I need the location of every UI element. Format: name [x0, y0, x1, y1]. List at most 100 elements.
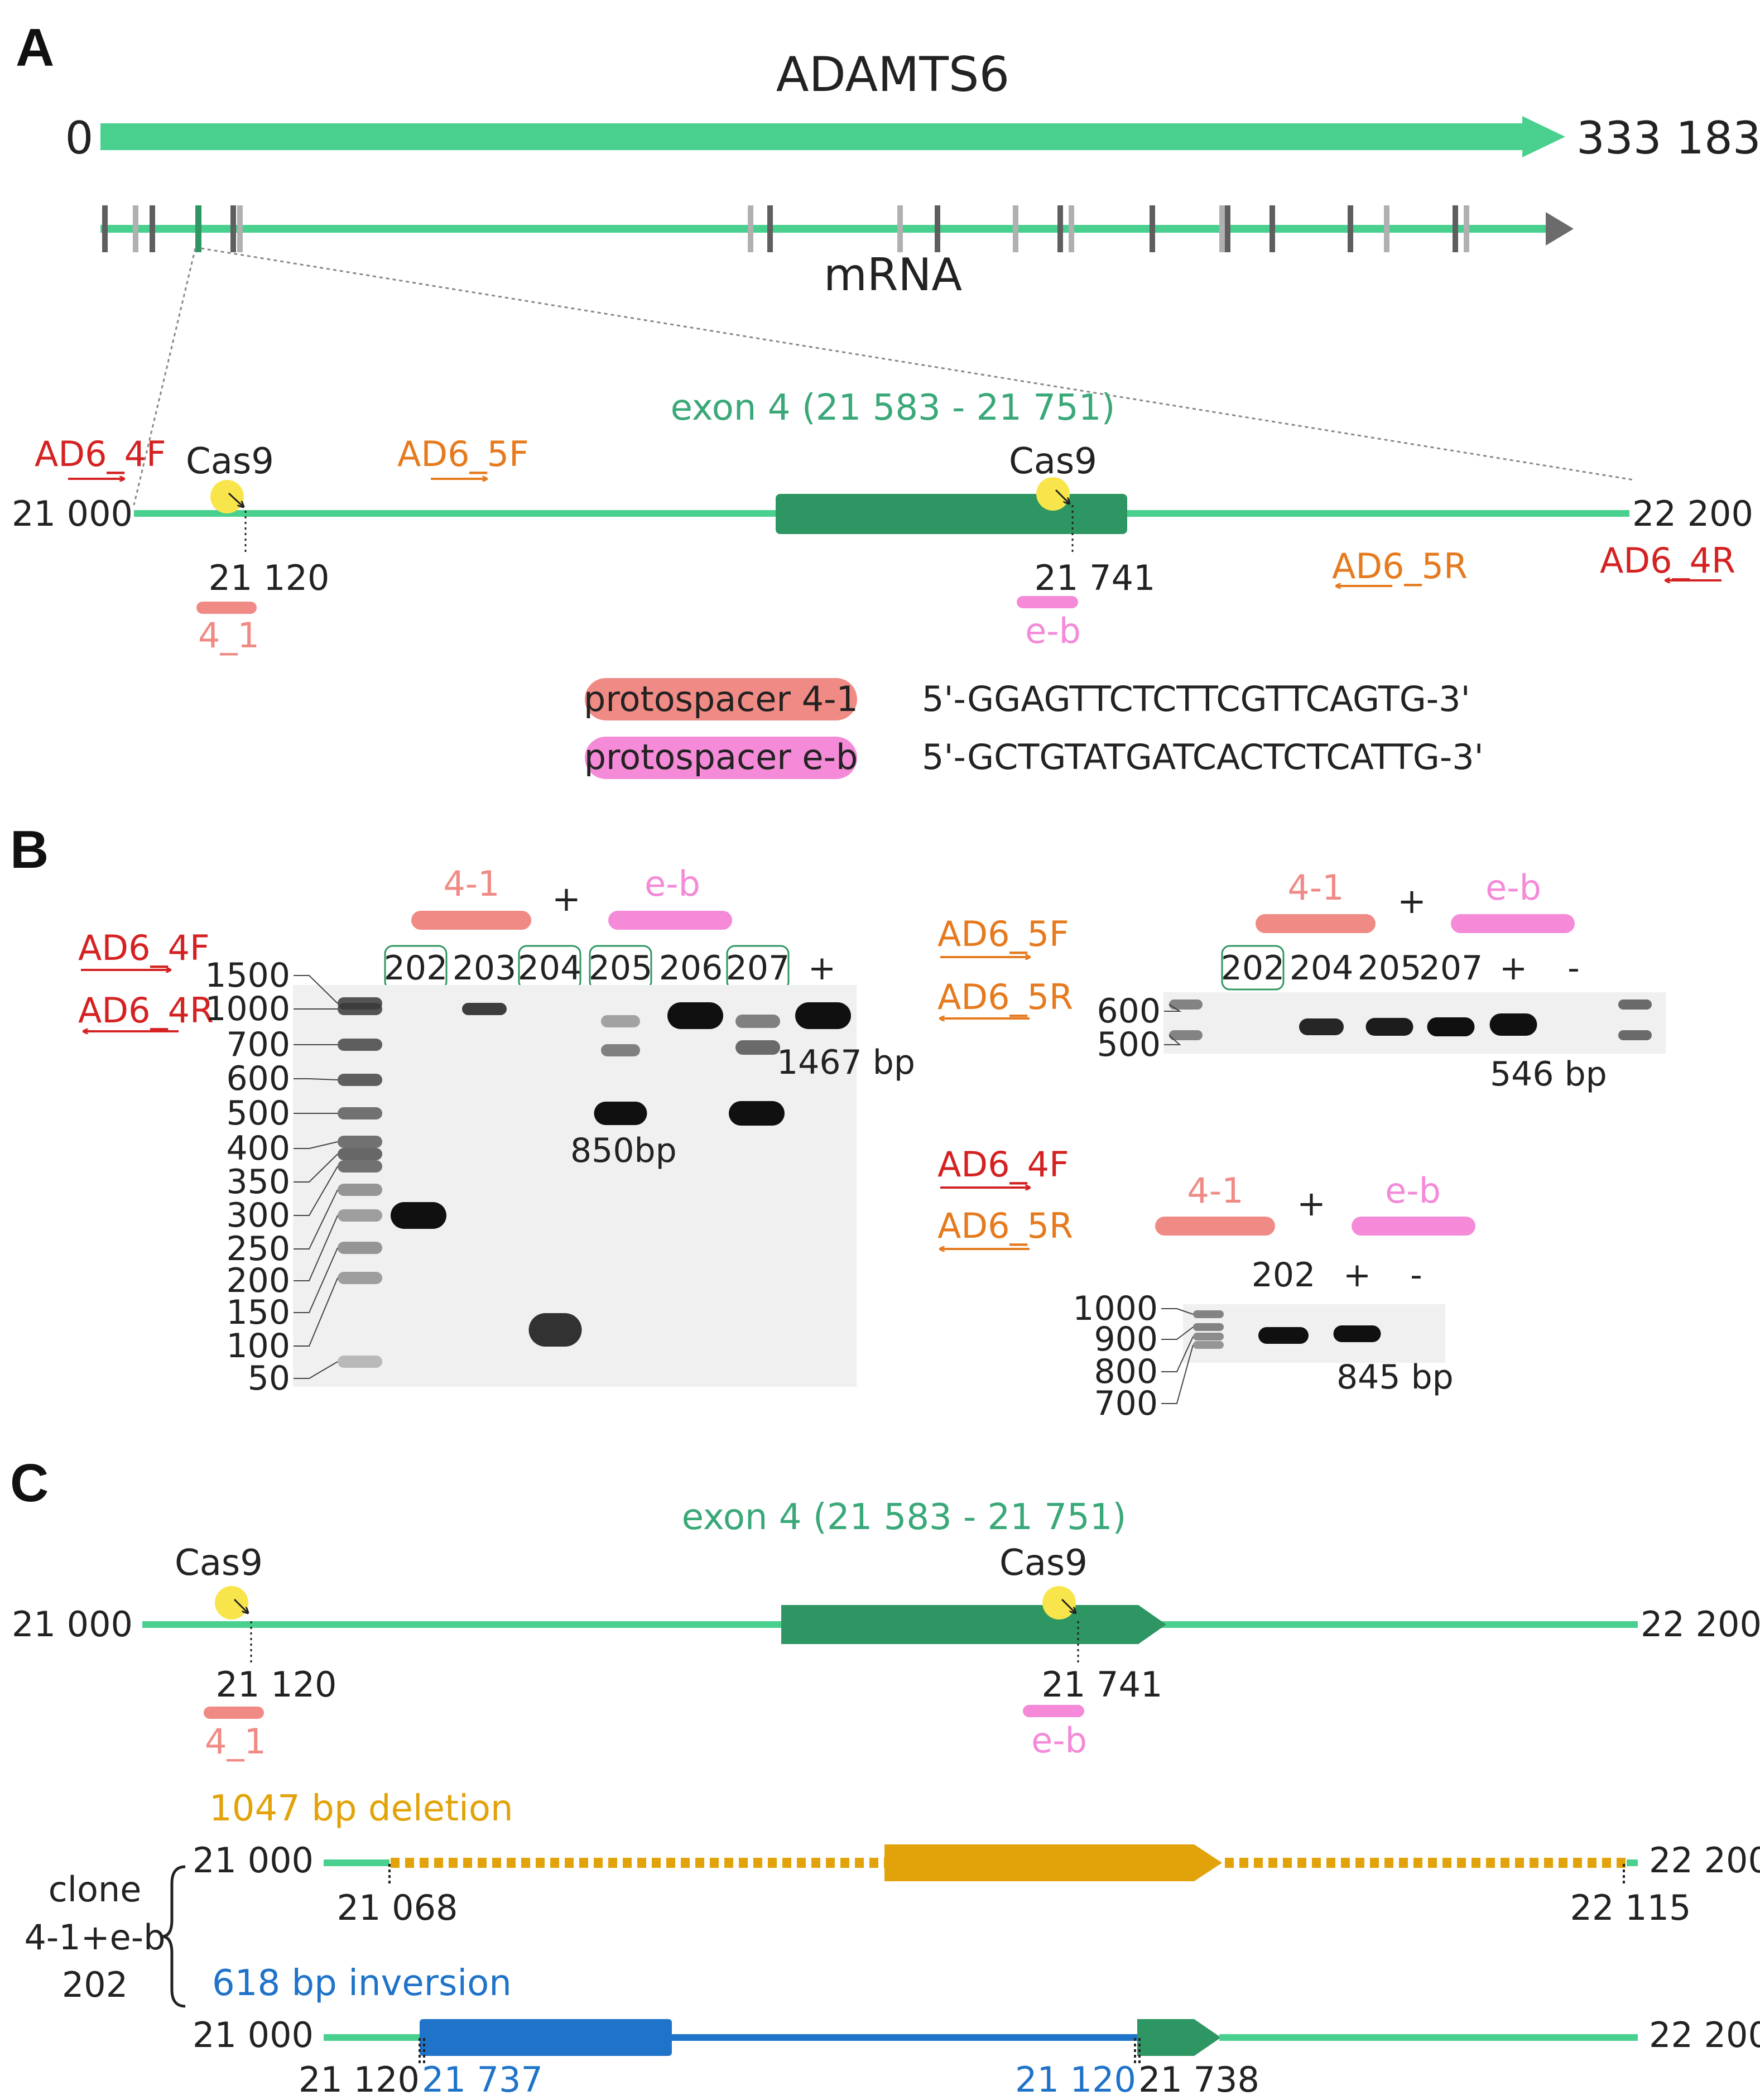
- ladder-tick: [294, 1361, 338, 1379]
- ladder-label-1000: 1000: [205, 989, 290, 1029]
- deletion-end: 22 200: [1649, 1840, 1760, 1881]
- panel-label-b: B: [10, 820, 49, 880]
- exon-tick: [1453, 205, 1458, 252]
- proto-bar-eb-a: [1017, 596, 1078, 608]
- exon-tick: [1225, 205, 1230, 252]
- exon-tick: [102, 205, 108, 252]
- deletion-title: 1047 bp deletion: [209, 1788, 513, 1829]
- gel2-primer-r: AD6_5R: [937, 977, 1073, 1017]
- clone-label-line1: clone: [49, 1869, 142, 1910]
- gel2-band-label: 546 bp: [1490, 1055, 1607, 1094]
- ladder-tick: [294, 1141, 338, 1149]
- gel2-header-eb: e-b: [1485, 867, 1541, 908]
- clone-brace: [161, 1865, 186, 2008]
- cas9-label-a2: Cas9: [1009, 441, 1097, 482]
- gel2-image: [1163, 992, 1666, 1054]
- gene-arrow: [100, 116, 1565, 157]
- cas9-icon-c1: [215, 1586, 248, 1620]
- protospacer-eb-badge: [585, 737, 857, 779]
- cut-arrow-c1: [233, 1598, 248, 1613]
- lane-label-+: +: [1499, 949, 1527, 988]
- ladder-label-1500: 1500: [205, 956, 290, 995]
- zoom-line-right: [200, 247, 1634, 481]
- exon-box-a: [776, 494, 1127, 534]
- gel1-primer-f: AD6_4F: [78, 928, 210, 968]
- gel2-bands: [1299, 999, 1652, 1040]
- gel2-primer-f: AD6_5F: [937, 914, 1069, 954]
- inversion-blue-box: [420, 2019, 672, 2056]
- gel3-primer-f: AD6_4F: [937, 1144, 1069, 1185]
- exon-tick-exon4: [195, 205, 201, 252]
- primer-ad6-4f-a: AD6_4F: [35, 434, 166, 474]
- gel2-band-204: [1299, 1018, 1344, 1035]
- cas9-label-c2: Cas9: [999, 1542, 1088, 1584]
- exon-tick: [150, 205, 155, 252]
- gel1-header-plus: +: [552, 878, 581, 919]
- exon-tick: [237, 205, 243, 252]
- gel1-band-206-wt: [667, 1002, 723, 1029]
- lane-label-+: +: [808, 949, 836, 988]
- proto-label-eb-a: e-b: [1025, 611, 1081, 651]
- ladder-label-900: 900: [1094, 1320, 1158, 1359]
- lane-label-202: 202: [384, 949, 448, 988]
- inversion-b4-label: 21 738: [1138, 2059, 1259, 2100]
- inversion-b3-label: 21 120: [1015, 2059, 1136, 2100]
- ladder-label-1000: 1000: [1073, 1289, 1158, 1328]
- inversion-title: 618 bp inversion: [212, 1963, 512, 2004]
- lane-label--: -: [1410, 1256, 1422, 1295]
- lane-label-202: 202: [1252, 1256, 1316, 1295]
- exon-tick: [1219, 205, 1225, 252]
- gel1-header-bar-eb: [608, 911, 732, 930]
- mrna-track: [100, 205, 1574, 252]
- ladder-band: [338, 1272, 382, 1284]
- exon-tick: [230, 205, 236, 252]
- inversion-end: 22 200: [1649, 2015, 1760, 2055]
- inversion-right-flank: [1219, 2034, 1638, 2041]
- ladder-label-700: 700: [1094, 1384, 1158, 1423]
- ladder-band: [338, 1184, 382, 1196]
- gel1-bands: [391, 1002, 851, 1347]
- lane-label-203: 203: [453, 949, 517, 988]
- cut-pos-a1: 21 120: [209, 558, 330, 598]
- region-start-a: 21 000: [12, 493, 133, 534]
- region-start-c: 21 000: [12, 1604, 133, 1645]
- ladder-band: [338, 1136, 382, 1148]
- cut-arrow-c2: [1061, 1598, 1075, 1613]
- exon-tick: [1384, 205, 1389, 252]
- exon-ticks: [102, 205, 1469, 252]
- exon-arrow-c: [781, 1605, 1166, 1644]
- ladder-label-700: 700: [226, 1025, 290, 1064]
- gene-name: ADAMTS6: [776, 47, 1009, 103]
- deletion-right-break-label: 22 115: [1570, 1887, 1691, 1928]
- gel2-header-plus: +: [1397, 881, 1426, 921]
- lane-label-207: 207: [1419, 949, 1483, 988]
- gel1-deletion-label: 850bp: [570, 1131, 677, 1170]
- clone-label-line2: 4-1+e-b: [24, 1917, 165, 1958]
- gel1-primer-r: AD6_4R: [78, 990, 214, 1031]
- panel-label-c: C: [10, 1453, 49, 1513]
- exon-tick: [1069, 205, 1074, 252]
- proto-bar-eb-c: [1023, 1705, 1084, 1717]
- ladder-band: [1193, 1341, 1224, 1349]
- gel3-primer-r: AD6_5R: [937, 1205, 1073, 1246]
- cut-pos-a2: 21 741: [1035, 558, 1156, 598]
- ladder-band: [338, 1160, 382, 1172]
- ladder-tick: [1161, 1344, 1194, 1404]
- proto-label-eb-c: e-b: [1031, 1720, 1087, 1761]
- gel1-header-41: 4-1: [443, 863, 499, 904]
- inversion-left-flank: [324, 2034, 420, 2041]
- clone-label-line3: 202: [62, 1964, 128, 2005]
- ladder-tick: [294, 975, 338, 1004]
- exon-tick: [1013, 205, 1018, 252]
- protospacer-41-seq: 5'-GGAGTTCTCTTCGTTCAGTG-3': [922, 679, 1470, 719]
- gel2-band-pos: [1489, 1013, 1537, 1036]
- gel1-band-205-faint1: [601, 1015, 640, 1027]
- ladder-label-250: 250: [226, 1229, 290, 1268]
- ladder-tick: [294, 1189, 338, 1250]
- ladder-label-800: 800: [1094, 1352, 1158, 1391]
- lane-label-207: 207: [726, 949, 790, 988]
- inversion-b2-label: 21 737: [422, 2059, 543, 2100]
- gel3-header-41: 4-1: [1187, 1170, 1243, 1211]
